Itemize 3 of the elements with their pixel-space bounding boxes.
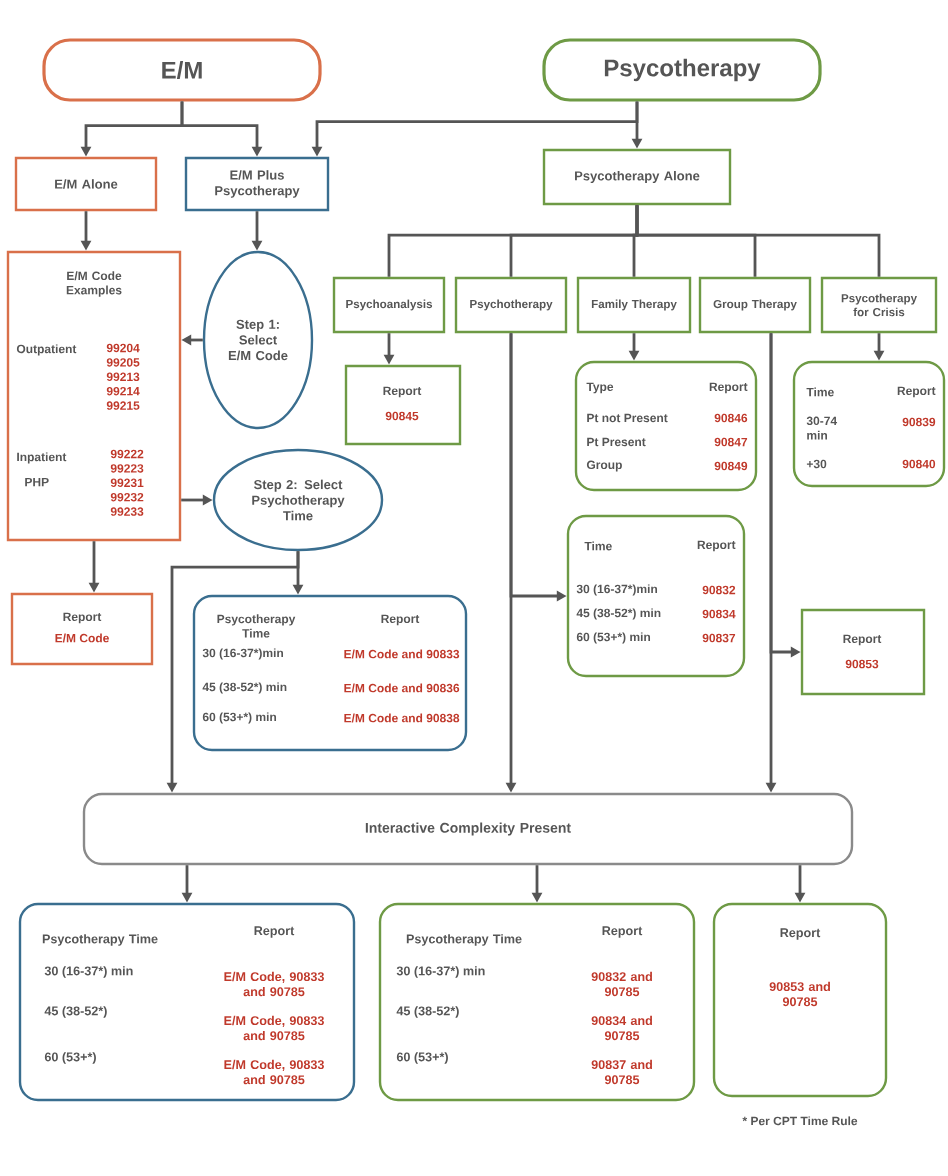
heading-box: Psycotherapy bbox=[542, 38, 822, 102]
heading-box: E/M bbox=[42, 38, 322, 102]
connector-line bbox=[635, 205, 881, 277]
